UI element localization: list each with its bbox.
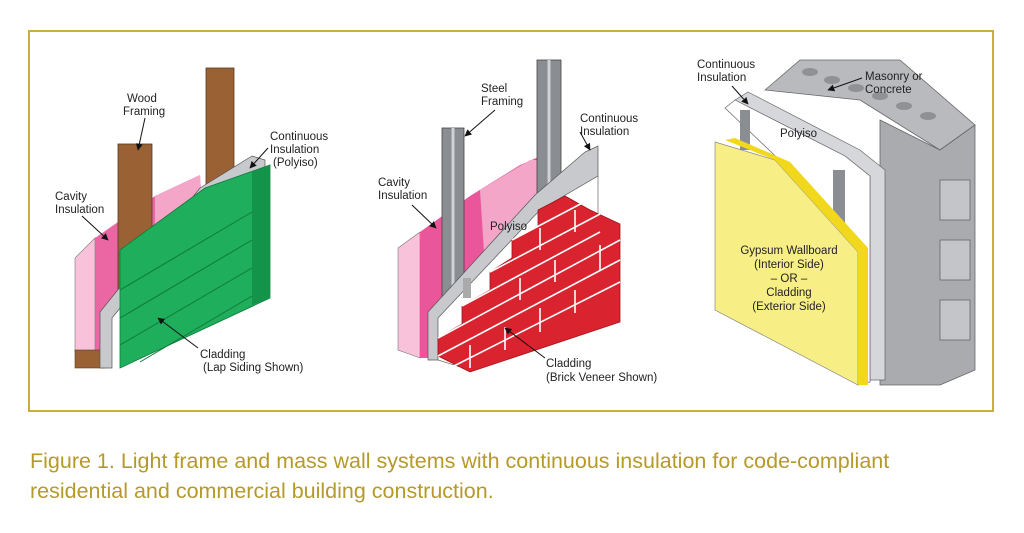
label-gypsum-wallboard: Gypsum Wallboard <box>740 245 837 257</box>
label-cladding: (Brick Veneer Shown) <box>546 372 657 384</box>
brick-tie <box>463 278 471 298</box>
label-masonry: Concrete <box>865 84 912 96</box>
label-continuous-insulation: Insulation <box>697 72 746 84</box>
label-polyiso: Polyiso <box>490 221 527 233</box>
figure-frame <box>28 30 994 412</box>
label-cavity-insulation: Insulation <box>378 190 427 202</box>
mass-wall-diagram <box>714 59 976 386</box>
label-continuous-insulation: Continuous <box>270 131 328 143</box>
cavity-insulation <box>74 237 96 366</box>
lap-siding-cladding <box>119 164 271 369</box>
label-cladding: (Lap Siding Shown) <box>203 362 304 374</box>
label-masonry: Masonry or <box>865 71 923 83</box>
figure-caption: Figure 1. Light frame and mass wall syst… <box>30 449 890 503</box>
steel-stud <box>740 110 750 150</box>
cavity-insulation <box>397 231 421 359</box>
siding-edge <box>252 165 270 305</box>
steel-frame-wall-diagram <box>397 59 621 373</box>
label-gypsum-wallboard: (Interior Side) <box>754 259 824 271</box>
label-cladding: Cladding <box>546 358 591 370</box>
label-wood-framing: Framing <box>123 106 165 118</box>
wall-systems-illustration: Wood Framing Continuous Insulation (Poly… <box>55 59 976 386</box>
label-continuous-insulation: Continuous <box>580 113 638 125</box>
label-cavity-insulation: Insulation <box>55 204 104 216</box>
label-continuous-insulation: Insulation <box>270 144 319 156</box>
label-gypsum-wallboard: (Exterior Side) <box>752 301 826 313</box>
label-cavity-insulation: Cavity <box>55 191 87 203</box>
label-gypsum-wallboard: – OR – <box>771 273 808 285</box>
label-continuous-insulation: (Polyiso) <box>273 157 318 169</box>
label-continuous-insulation: Insulation <box>580 126 629 138</box>
label-steel-framing: Framing <box>481 96 523 108</box>
label-wood-framing: Wood <box>127 93 157 105</box>
label-cavity-insulation: Cavity <box>378 177 410 189</box>
label-polyiso: Polyiso <box>780 128 817 140</box>
label-continuous-insulation: Continuous <box>697 59 755 71</box>
label-gypsum-wallboard: Cladding <box>766 287 811 299</box>
label-steel-framing: Steel <box>481 83 507 95</box>
wood-frame-wall-diagram <box>74 67 271 369</box>
label-cladding: Cladding <box>200 349 245 361</box>
